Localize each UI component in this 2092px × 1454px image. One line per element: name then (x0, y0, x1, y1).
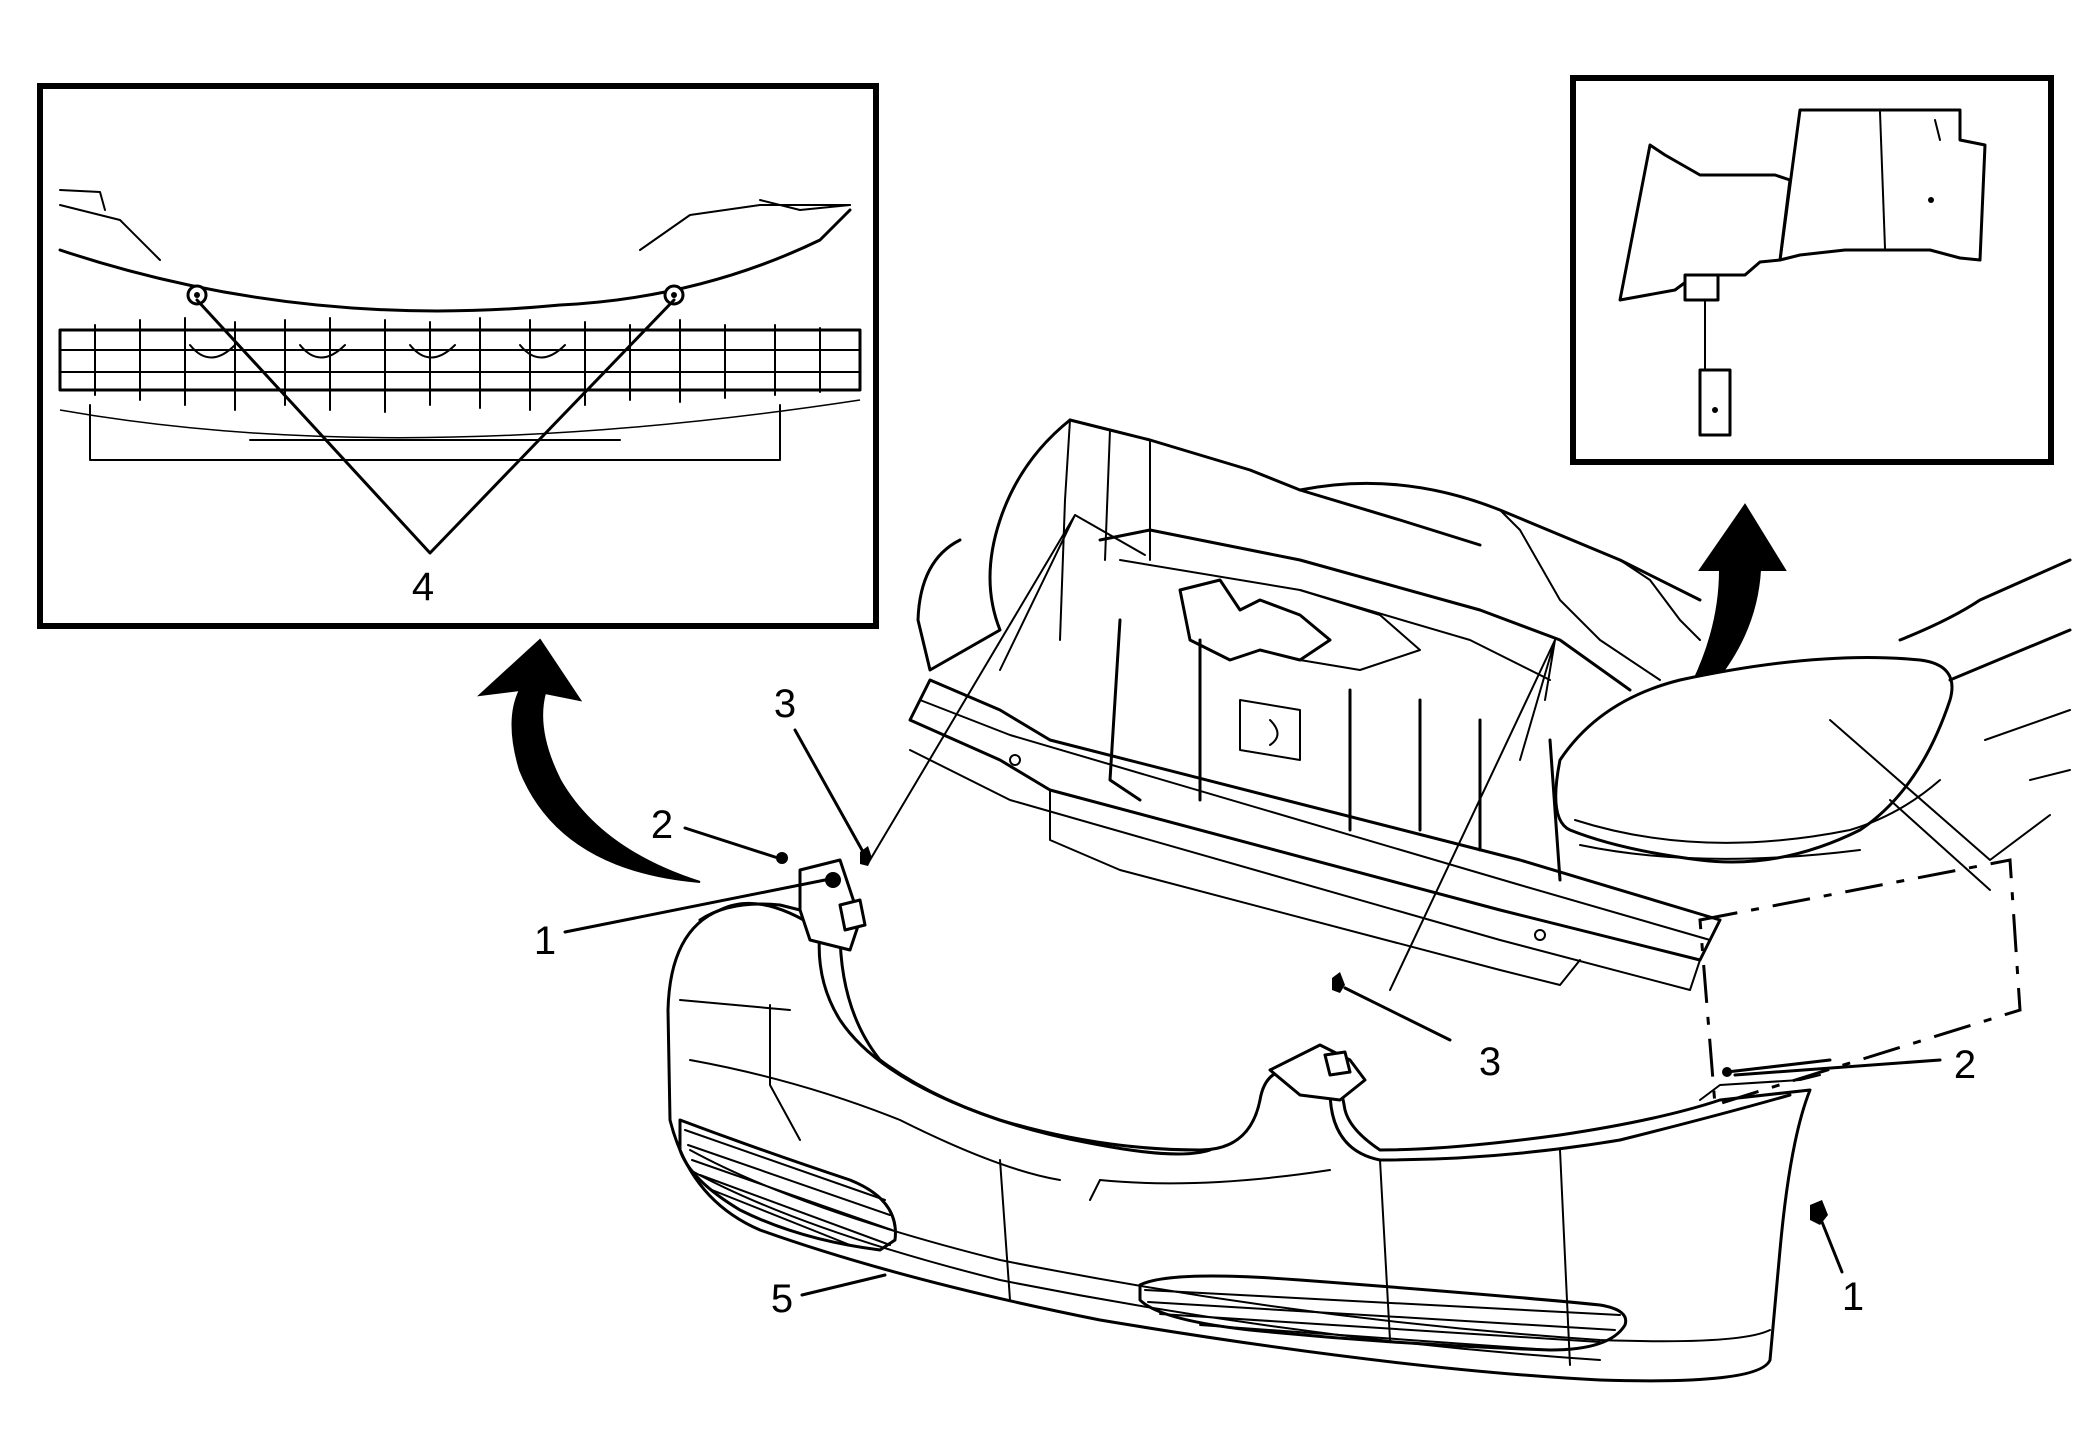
center-grille (1138, 1274, 1628, 1352)
callout-3-left: 3 (774, 682, 796, 726)
bumper-fascia-body (666, 901, 1812, 1383)
leader-1-left (563, 878, 827, 934)
fastener-1-right (1810, 1200, 1828, 1225)
leader-1-right (1820, 1220, 1844, 1274)
inset-left-clip-b (663, 284, 685, 306)
leader-3-left (793, 728, 864, 852)
radiator-support-upper (1098, 528, 1632, 692)
callout-5: 5 (771, 1277, 793, 1321)
inset-right-detail (1570, 75, 2054, 465)
callout-3-right: 3 (1479, 1040, 1501, 1084)
inset-left-frame (37, 83, 879, 629)
curved-arrow-icon (477, 638, 701, 883)
leader-4 (195, 298, 676, 555)
callout-1-left: 1 (534, 919, 556, 963)
inset-left-trim (59, 204, 851, 261)
inset-left-detail: 4 (37, 83, 879, 629)
leader-5 (800, 1273, 887, 1297)
left-fender (916, 418, 1072, 672)
leader-2-right (1733, 1058, 1942, 1077)
callout-4: 4 (412, 565, 434, 609)
callout-2-right: 2 (1954, 1043, 1976, 1087)
inset-right-bracket-panel (1618, 143, 1792, 302)
fastener-2-right (1722, 1058, 1832, 1077)
upper-tie-bar (1178, 578, 1332, 662)
headlamp (1554, 656, 1954, 864)
fastener-2-left (776, 852, 788, 864)
inset-left-clip-a (186, 284, 208, 306)
impact-bar (908, 678, 1722, 962)
callout-2-left: 2 (651, 803, 673, 847)
leader-lines (563, 728, 1942, 1297)
bumper-fascia (666, 858, 2022, 1383)
vehicle-front-structure (869, 418, 2072, 991)
inset-right-tab (1698, 368, 1732, 437)
fastener-3-right (1332, 972, 1345, 993)
right-fender (1898, 558, 2072, 682)
callout-1-right: 1 (1842, 1275, 1864, 1319)
fastener-1-left (825, 872, 841, 888)
left-grille (678, 1118, 897, 1252)
leader-2-left (683, 826, 780, 860)
leader-3-right (1343, 986, 1452, 1042)
alignment-path (1698, 858, 2022, 1107)
inset-left-absorber (58, 317, 862, 461)
